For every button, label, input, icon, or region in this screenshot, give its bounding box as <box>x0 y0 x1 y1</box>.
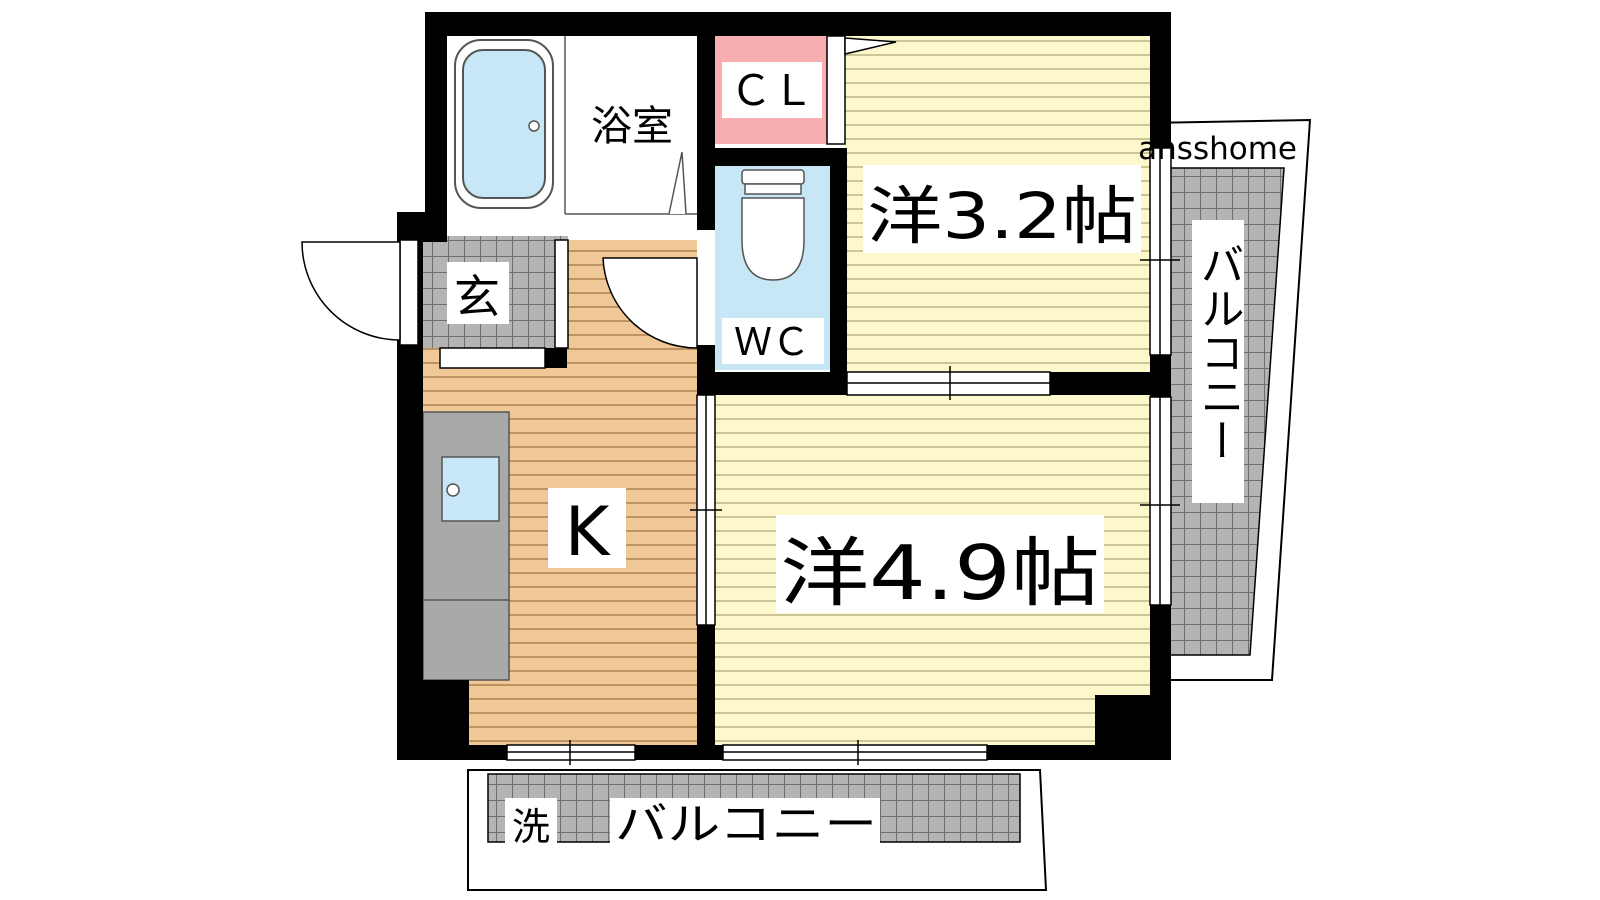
room-label-washer: 洗 <box>512 805 550 849</box>
door-swings <box>301 37 897 349</box>
kitchen-counter <box>422 411 510 681</box>
toilet-fixture <box>741 169 805 281</box>
room-label-balcony-east: バルコニー <box>1193 242 1244 462</box>
room-label-entrance: 玄 <box>454 270 500 324</box>
watermark: ansshome <box>1138 131 1297 167</box>
bathtub <box>454 36 697 215</box>
windows <box>399 35 1180 765</box>
balcony-south <box>467 769 1048 891</box>
room-label-closet: ＣＬ <box>730 66 814 115</box>
room-label-balcony-south: バルコニー <box>615 799 877 850</box>
room-label-large: 洋4.9帖 <box>780 529 1100 617</box>
room-label-bath: 浴室 <box>591 102 673 150</box>
room-label-small: 洋3.2帖 <box>867 180 1137 253</box>
label-backgrounds <box>447 62 1141 613</box>
room-label-toilet: ＷＣ <box>734 320 810 364</box>
walls <box>397 12 1171 760</box>
room-label-kitchen: K <box>565 493 612 572</box>
